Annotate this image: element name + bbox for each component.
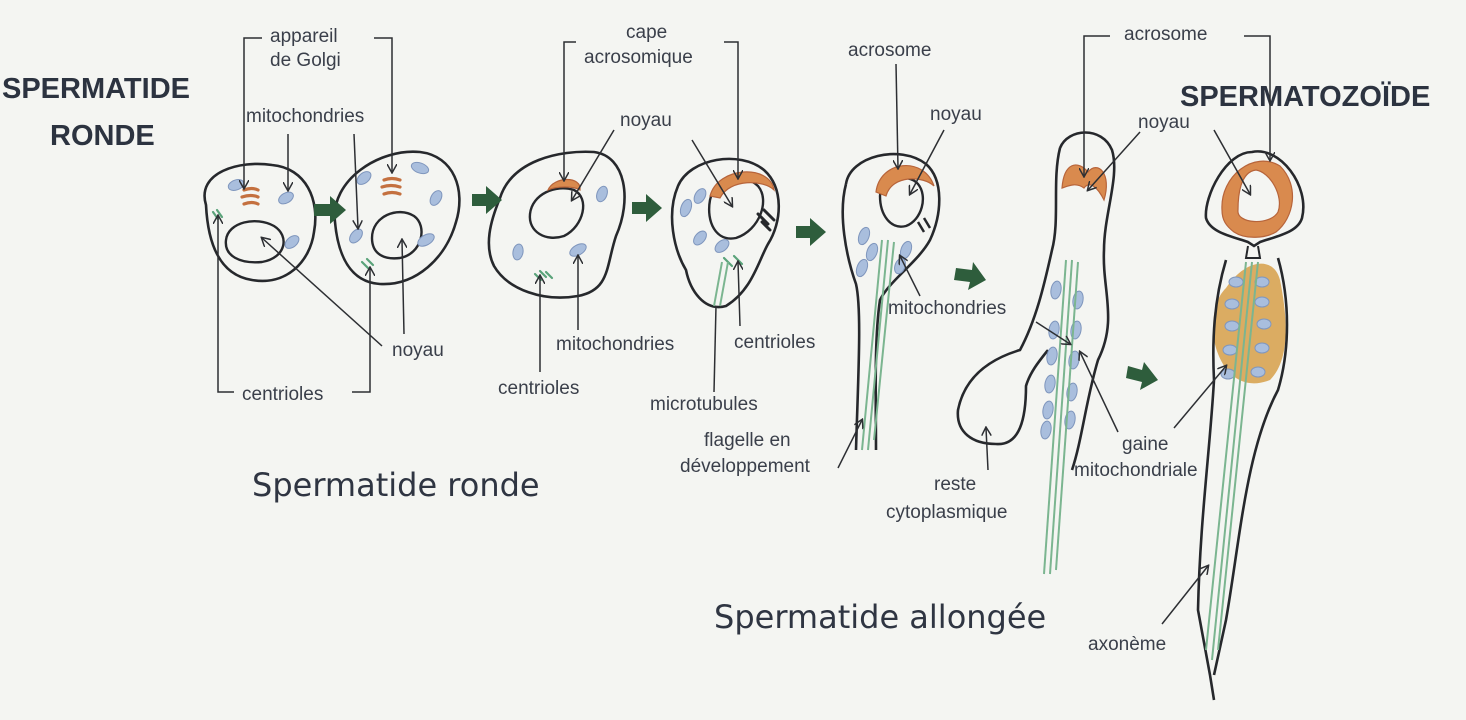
spermatozoon [1196,150,1305,701]
label-noyau-4: noyau [1138,112,1190,133]
cell-stage-1 [203,162,317,283]
label-centrioles-1: centrioles [242,384,323,405]
label-noyau-1: noyau [392,340,444,361]
cell-stage-6 [956,131,1116,575]
stage-arrow-1 [314,196,346,224]
label-acrosome-2: acrosome [1124,24,1207,45]
stage-arrows [314,186,1158,390]
stage-arrow-4 [796,218,826,246]
stage-arrow-5 [954,262,986,290]
cell-stage-5 [841,152,941,451]
label-noyau-3: noyau [930,104,982,125]
label-reste-1: reste [934,474,976,495]
label-mitochondries-1: mitochondries [246,106,364,127]
label-cape-2: acrosomique [584,47,693,68]
stage-arrow-3 [632,194,662,222]
label-flagelle-1: flagelle en [704,430,791,451]
cell-stage-4 [670,157,781,309]
label-centrioles-3: centrioles [734,332,815,353]
label-acrosome-1: acrosome [848,40,931,61]
label-reste-2: cytoplasmique [886,502,1007,523]
title-spermatide: SPERMATIDE [2,73,190,105]
stage-arrow-6 [1126,362,1158,390]
title-ronde: RONDE [50,120,155,152]
label-golgi-1: appareil [270,26,338,47]
leader-lines [218,35,1270,625]
cell-stage-2 [333,150,461,286]
label-axoneme: axonème [1088,634,1166,655]
label-golgi-2: de Golgi [270,50,341,71]
label-noyau-2: noyau [620,110,672,131]
caption-spermatide-ronde: Spermatide ronde [252,466,540,504]
label-flagelle-2: développement [680,456,811,477]
cell-stage-3 [487,150,626,299]
label-mitochondries-2: mitochondries [556,334,674,355]
stage-arrow-2 [472,186,502,214]
label-centrioles-2: centrioles [498,378,579,399]
title-spermatozoide: SPERMATOZOÏDE [1180,80,1430,113]
label-cape-1: cape [626,22,667,43]
caption-spermatide-allongee: Spermatide allongée [714,598,1046,636]
label-microtubules: microtubules [650,394,758,415]
label-gaine-2: mitochondriale [1074,460,1198,481]
labels: appareil de Golgi mitochondries noyau ce… [242,22,1207,655]
label-mitochondries-3: mitochondries [888,298,1006,319]
label-gaine-1: gaine [1122,434,1169,455]
